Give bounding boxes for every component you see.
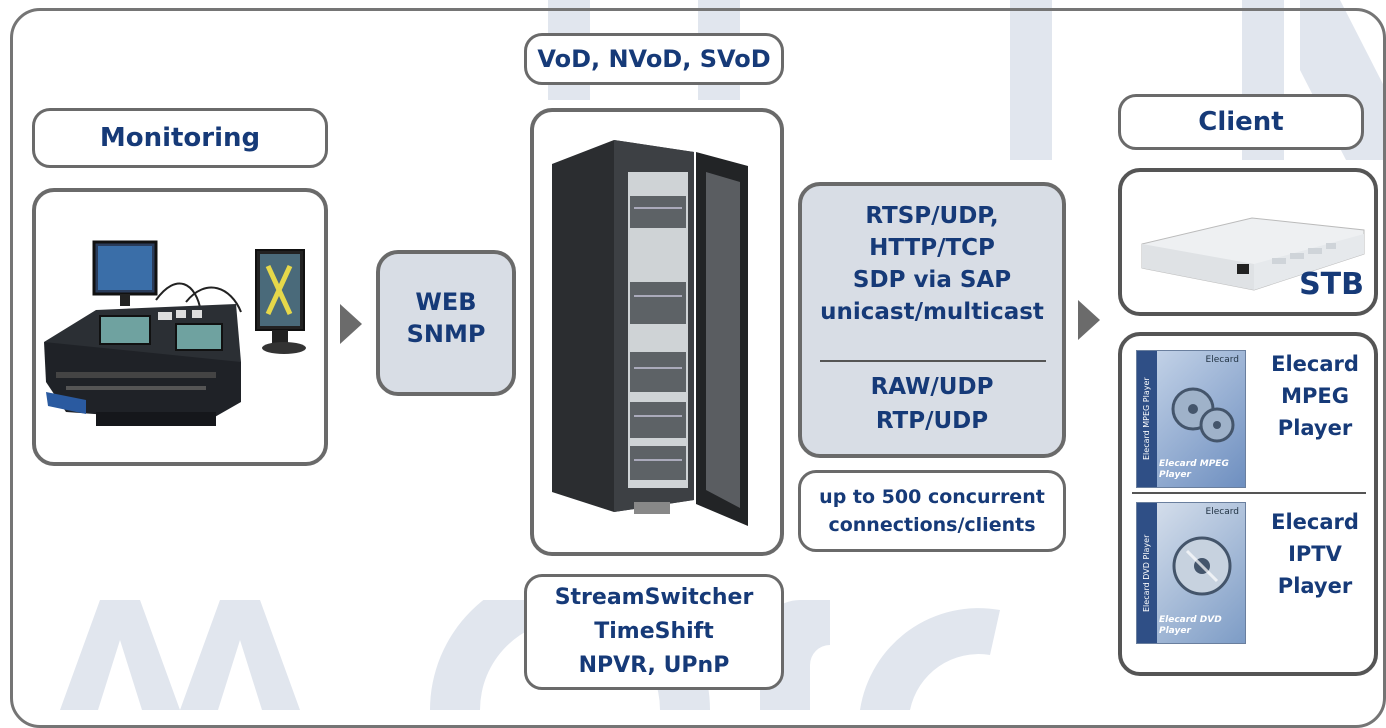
watermark-letter-right bbox=[1300, 0, 1386, 160]
features-text: StreamSwitcher TimeShift NPVR, UPnP bbox=[555, 581, 754, 683]
snmp-label: SNMP bbox=[406, 320, 486, 348]
server-rack-panel bbox=[530, 108, 784, 556]
mpeg-box-brand: Elecard bbox=[1205, 355, 1239, 365]
iptv-player-name: Elecard IPTV Player bbox=[1256, 506, 1374, 602]
monitoring-image-panel bbox=[32, 188, 328, 466]
vod-label-text: VoD, NVoD, SVoD bbox=[537, 45, 771, 73]
protocol-rtsp-udp: RTSP/UDP, bbox=[865, 203, 999, 229]
players-divider bbox=[1132, 492, 1366, 494]
capacity-line-1: up to 500 concurrent bbox=[819, 486, 1045, 508]
web-snmp-panel: WEB SNMP bbox=[376, 250, 516, 396]
players-panel: Elecard MPEG Player Elecard Elecard MPEG… bbox=[1118, 332, 1378, 676]
feature-streamswitcher: StreamSwitcher bbox=[554, 585, 754, 610]
monitoring-title: Monitoring bbox=[32, 108, 328, 168]
capacity-line-2: connections/clients bbox=[828, 514, 1036, 536]
protocols-bottom-text: RAW/UDP RTP/UDP bbox=[802, 370, 1062, 438]
film-reel-icon bbox=[1171, 387, 1235, 443]
protocol-raw-udp: RAW/UDP bbox=[870, 374, 994, 400]
client-title: Client bbox=[1118, 94, 1364, 150]
web-snmp-text: WEB SNMP bbox=[380, 286, 512, 350]
mpeg-box-caption: Elecard MPEG Player bbox=[1159, 459, 1229, 480]
protocol-http-tcp: HTTP/TCP bbox=[869, 235, 995, 261]
control-console-image bbox=[44, 240, 306, 426]
protocol-unicast-multicast: unicast/multicast bbox=[820, 299, 1044, 325]
dvd-player-box: Elecard DVD Player Elecard Elecard DVD P… bbox=[1136, 502, 1246, 644]
web-label: WEB bbox=[415, 288, 477, 316]
iptv-player-line-3: Player bbox=[1277, 574, 1353, 598]
stb-device-image bbox=[1141, 217, 1365, 291]
mpeg-player-line-2: MPEG bbox=[1281, 384, 1349, 408]
watermark-bar-3 bbox=[1010, 0, 1052, 160]
client-title-text: Client bbox=[1198, 107, 1284, 137]
monitoring-title-text: Monitoring bbox=[99, 123, 261, 153]
mpeg-player-name: Elecard MPEG Player bbox=[1256, 348, 1374, 444]
arrow-right-icon-2 bbox=[1078, 300, 1100, 340]
iptv-player-line-1: Elecard bbox=[1271, 510, 1359, 534]
protocols-top-text: RTSP/UDP, HTTP/TCP SDP via SAP unicast/m… bbox=[802, 200, 1062, 328]
feature-timeshift: TimeShift bbox=[594, 619, 714, 644]
stb-panel: STB bbox=[1118, 168, 1378, 316]
feature-npvr-upnp: NPVR, UPnP bbox=[578, 653, 730, 678]
features-label: StreamSwitcher TimeShift NPVR, UPnP bbox=[524, 574, 784, 690]
mpeg-player-box: Elecard MPEG Player Elecard Elecard MPEG… bbox=[1136, 350, 1246, 488]
dvd-box-brand: Elecard bbox=[1205, 507, 1239, 517]
stb-label: STB bbox=[1299, 267, 1364, 302]
protocol-rtp-udp: RTP/UDP bbox=[875, 408, 989, 434]
capacity-text: up to 500 concurrent connections/clients bbox=[819, 483, 1045, 539]
arrow-right-icon bbox=[340, 304, 362, 344]
disc-icon bbox=[1172, 536, 1232, 596]
protocols-divider bbox=[820, 360, 1046, 362]
mpeg-player-line-1: Elecard bbox=[1271, 352, 1359, 376]
dvd-box-spine: Elecard DVD Player bbox=[1137, 503, 1157, 643]
mpeg-box-spine: Elecard MPEG Player bbox=[1137, 351, 1157, 487]
vod-label: VoD, NVoD, SVoD bbox=[524, 33, 784, 85]
server-rack-image bbox=[552, 140, 748, 526]
protocol-sdp-sap: SDP via SAP bbox=[852, 267, 1012, 293]
dvd-box-caption: Elecard DVD Player bbox=[1159, 615, 1222, 636]
protocols-panel: RTSP/UDP, HTTP/TCP SDP via SAP unicast/m… bbox=[798, 182, 1066, 458]
mpeg-player-line-3: Player bbox=[1277, 416, 1353, 440]
iptv-player-line-2: IPTV bbox=[1288, 542, 1342, 566]
capacity-label: up to 500 concurrent connections/clients bbox=[798, 470, 1066, 552]
